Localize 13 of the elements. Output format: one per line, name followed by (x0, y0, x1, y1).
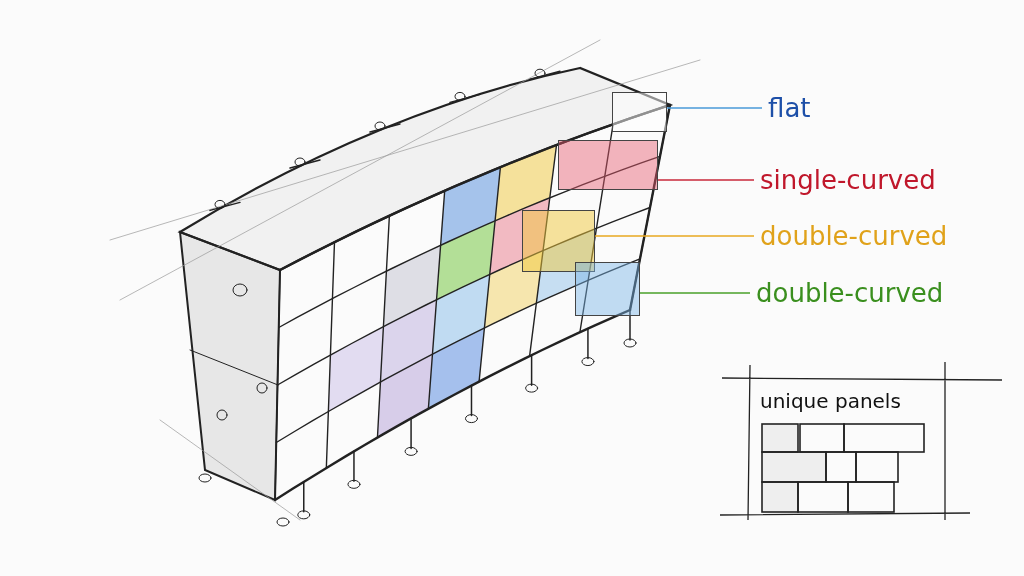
panel-type-label: single-curved (760, 167, 936, 193)
leader-line (657, 179, 755, 181)
facade-panel (575, 262, 640, 316)
leader-line (666, 107, 763, 109)
facade-panel (522, 210, 595, 272)
leader-line (594, 235, 755, 237)
panel-type-label: double-curved (760, 223, 948, 249)
facade-panel (558, 140, 658, 190)
panel-type-label: double-curved (756, 280, 944, 306)
inset-title: unique panels (760, 388, 901, 415)
leader-line (639, 292, 751, 294)
panel-type-label: flat (768, 95, 811, 121)
facade-panel (612, 92, 667, 132)
